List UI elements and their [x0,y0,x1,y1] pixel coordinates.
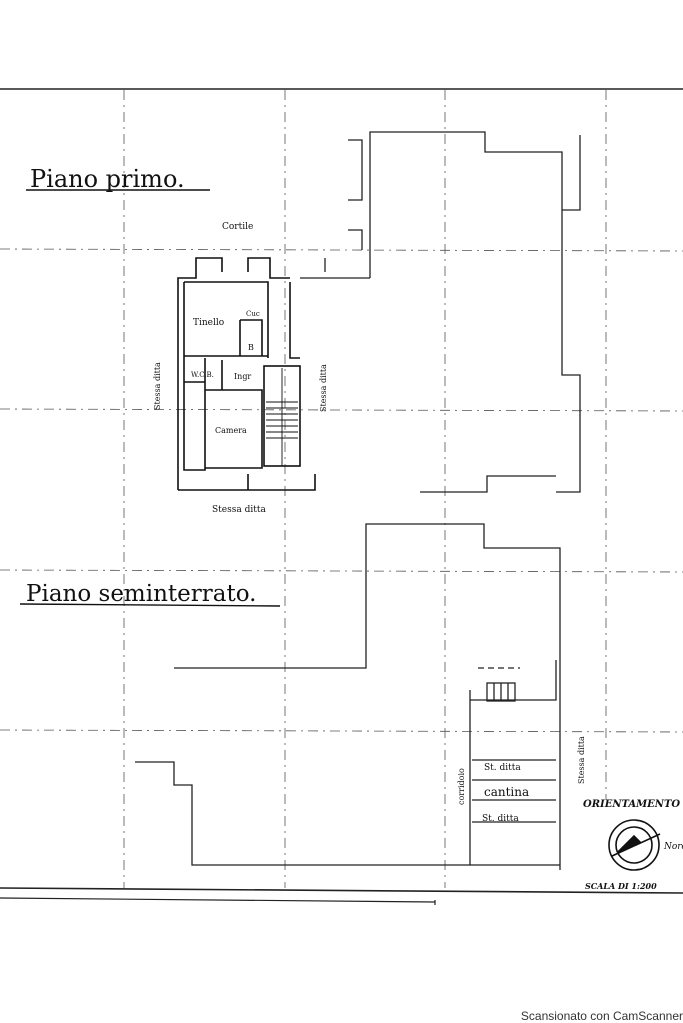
ingresso-label: Ingr [234,372,251,381]
adjacent-building-outline [300,131,581,493]
tinello-label: Tinello [193,318,224,328]
cucina-label: Cuc [246,310,260,318]
corridoio-label: corridoio [457,768,466,805]
scale-label: SCALA DI 1:200 [585,881,657,891]
neighbor-bottom-label: Stessa ditta [212,505,266,515]
first-floor-title: Piano primo. [30,165,185,193]
cantina-label: cantina [484,785,529,799]
st-ditta-bottom-label: St. ditta [482,814,519,824]
compass-icon [608,819,661,871]
camera-label: Camera [215,426,247,435]
dashed-grid [0,90,683,888]
bagno-label: B [248,343,254,352]
st-ditta-top-label: St. ditta [484,763,521,773]
frame-bottom-line [0,887,683,894]
basement-title: Piano seminterrato. [26,581,256,607]
orientation-label: ORIENTAMENTO [583,799,680,810]
neighbor-basement-right-label: Stessa ditta [577,736,586,784]
cortile-label: Cortile [222,222,253,232]
scanner-watermark: Scansionato con CamScanner [520,1009,683,1023]
neighbor-right-label: Stessa ditta [319,364,328,412]
wc-label: W.C.B. [191,371,214,379]
stair-treads [266,368,298,466]
north-label: Nord [663,842,683,852]
neighbor-left-label: Stessa ditta [153,362,162,410]
basement-outline [135,523,561,870]
